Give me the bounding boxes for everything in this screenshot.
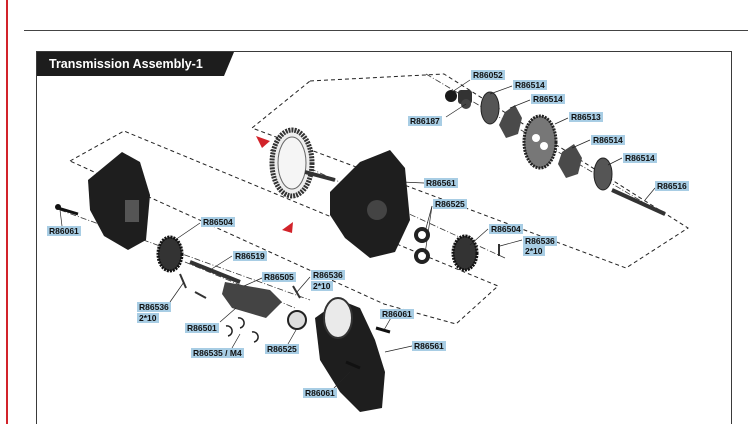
label-r86536-a: R86536 bbox=[523, 236, 557, 246]
label-r86501: R86501 bbox=[185, 323, 219, 333]
page-margin-line bbox=[6, 0, 8, 424]
top-rule bbox=[24, 30, 748, 31]
label-r86505: R86505 bbox=[262, 272, 296, 282]
diff-plate-1 bbox=[499, 105, 522, 138]
label-r86525-a: R86525 bbox=[433, 199, 467, 209]
diff-washer-2 bbox=[593, 157, 613, 191]
label-r86536-b-size: 2*10 bbox=[311, 281, 333, 291]
label-r86561-b: R86561 bbox=[412, 341, 446, 351]
label-r86052: R86052 bbox=[471, 70, 505, 80]
section-title: Transmission Assembly-1 bbox=[37, 52, 234, 76]
label-r86187: R86187 bbox=[408, 116, 442, 126]
diagram-frame bbox=[36, 51, 732, 424]
screw-left bbox=[57, 206, 79, 216]
label-r86513: R86513 bbox=[569, 112, 603, 122]
label-r86535: R86535 / M4 bbox=[191, 348, 244, 358]
label-r86061-a: R86061 bbox=[47, 226, 81, 236]
diff-washer-1 bbox=[480, 91, 500, 125]
label-r86536-b: R86536 bbox=[311, 270, 345, 280]
label-r86061-c: R86061 bbox=[303, 388, 337, 398]
bearing-lower bbox=[287, 310, 307, 330]
label-r86561-a: R86561 bbox=[424, 178, 458, 188]
label-r86536-c: R86536 bbox=[137, 302, 171, 312]
pinion-gear-lower bbox=[156, 235, 184, 273]
screw-lower-2 bbox=[345, 360, 361, 370]
shaft-lower bbox=[189, 260, 241, 284]
label-r86514-b: R86514 bbox=[531, 94, 565, 104]
diff-spur-gear bbox=[522, 114, 558, 170]
pinion-gear-upper bbox=[451, 234, 479, 272]
e-clip-2 bbox=[225, 325, 233, 337]
shaft-gear-assembly bbox=[222, 282, 282, 318]
label-r86504-b: R86504 bbox=[201, 217, 235, 227]
label-r86061-b: R86061 bbox=[380, 309, 414, 319]
e-clip-3 bbox=[251, 331, 259, 343]
lower-assembly-outline bbox=[68, 130, 499, 325]
screw-lower-1 bbox=[375, 326, 391, 334]
label-r86516: R86516 bbox=[655, 181, 689, 191]
diff-plate-2 bbox=[558, 144, 582, 178]
red-arrow-upper bbox=[256, 136, 270, 148]
e-clip-1 bbox=[237, 317, 245, 329]
label-r86536-c-size: 2*10 bbox=[137, 313, 159, 323]
label-r86536-a-size: 2*10 bbox=[523, 246, 545, 256]
diff-cap bbox=[445, 90, 457, 102]
left-gearbox-housing bbox=[88, 152, 150, 250]
label-r86519: R86519 bbox=[233, 251, 267, 261]
label-r86514-c: R86514 bbox=[591, 135, 625, 145]
red-arrow-lower bbox=[282, 222, 293, 233]
label-r86504-a: R86504 bbox=[489, 224, 523, 234]
label-r86514-a: R86514 bbox=[513, 80, 547, 90]
label-r86525-b: R86525 bbox=[265, 344, 299, 354]
label-r86514-d: R86514 bbox=[623, 153, 657, 163]
